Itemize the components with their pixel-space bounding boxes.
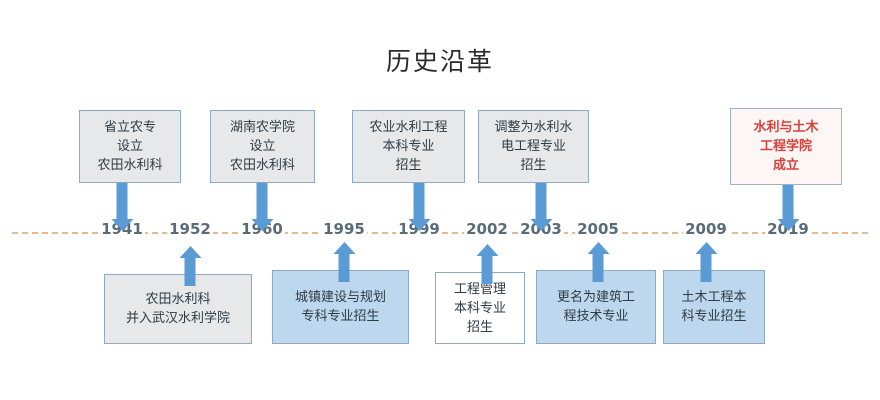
event-2002-arrow-up-icon [476,244,498,284]
event-1999-box: 农业水利工程本科专业招生 [352,110,465,183]
event-1941-box: 省立农专设立农田水利科 [79,110,181,183]
event-2005-arrowhead-icon [587,242,609,254]
event-2009-arrow-up-icon [695,242,717,282]
event-2019-line: 成立 [772,158,799,173]
event-2003-box: 调整为水利水电工程专业招生 [478,110,589,183]
event-1952-arrowhead-icon [179,246,201,258]
event-1995-text: 城镇建设与规划专科专业招生 [277,288,404,326]
event-1952-arrow-up-icon [179,246,201,286]
timeline-year-1995: 1995 [321,219,367,239]
event-1995-line: 城镇建设与规划 [294,290,386,305]
timeline-year-1952: 1952 [167,219,213,239]
event-1999-arrow-down-icon [408,183,430,231]
event-1995-arrow-up-icon [333,242,355,282]
event-1952-box: 农田水利科并入武汉水利学院 [104,274,252,344]
event-2019-line: 水利与土木 [753,120,819,135]
event-1999-text: 农业水利工程本科专业招生 [357,118,460,175]
event-2019-line: 工程学院 [759,139,812,154]
event-2002-arrowhead-icon [476,244,498,256]
event-2002-line: 本科专业 [453,300,506,316]
event-1960-line: 农田水利科 [229,158,295,173]
event-1995-line: 专科专业招生 [301,309,380,324]
event-1941-line: 省立农专 [103,120,156,135]
event-2003-text: 调整为水利水电工程专业招生 [483,118,584,175]
event-2003-line: 调整为水利水 [494,120,573,135]
event-2002-text: 工程管理本科专业招生 [440,280,520,337]
event-2003-arrow-down-icon [530,183,552,231]
event-2005-line: 更名为建筑工 [556,290,635,305]
event-1995-box: 城镇建设与规划专科专业招生 [272,270,409,344]
event-1952-text: 农田水利科并入武汉水利学院 [109,290,247,328]
event-1960-text: 湖南农学院设立农田水利科 [215,118,310,175]
event-2005-line: 程技术专业 [563,309,629,324]
timeline-year-2005: 2005 [575,219,621,239]
event-2019-box: 水利与土木工程学院成立 [730,108,842,185]
timeline-year-2009: 2009 [683,219,729,239]
event-1960-arrowhead-icon [251,219,273,231]
event-2009-text: 土木工程本科专业招生 [668,288,760,326]
event-2009-arrowhead-icon [695,242,717,254]
event-2003-arrowhead-icon [530,219,552,231]
event-1952-line: 并入武汉水利学院 [125,311,230,326]
event-2019-arrow-down-icon [777,185,799,231]
event-2002-line: 招生 [466,319,493,335]
event-1960-box: 湖南农学院设立农田水利科 [210,110,315,183]
event-2005-arrow-up-icon [587,242,609,282]
event-1941-arrow-down-icon [111,183,133,231]
event-2002-line: 工程管理 [453,281,506,297]
event-2003-line: 电工程专业 [500,139,566,154]
event-2019-arrowhead-icon [777,219,799,231]
timeline-year-2002: 2002 [464,219,510,239]
event-2003-line: 招生 [520,158,547,173]
event-2009-box: 土木工程本科专业招生 [663,270,765,344]
event-1999-line: 农业水利工程 [369,120,448,135]
event-2009-line: 土木工程本 [681,290,747,305]
event-1941-text: 省立农专设立农田水利科 [84,118,176,175]
event-1999-line: 招生 [395,158,422,173]
event-2005-text: 更名为建筑工程技术专业 [541,288,651,326]
event-1960-line: 设立 [249,139,276,154]
page-title: 历史沿革 [385,47,494,76]
event-1995-arrowhead-icon [333,242,355,254]
event-2009-line: 科专业招生 [681,309,747,324]
event-1999-arrowhead-icon [408,219,430,231]
event-1941-arrowhead-icon [111,219,133,231]
event-1941-line: 设立 [116,139,143,154]
event-1941-line: 农田水利科 [97,158,163,173]
event-1952-line: 农田水利科 [145,292,211,307]
event-2005-box: 更名为建筑工程技术专业 [536,270,656,344]
event-2019-text: 水利与土木工程学院成立 [735,118,837,175]
event-1960-arrow-down-icon [251,183,273,231]
event-2002-box: 工程管理本科专业招生 [435,272,525,344]
event-1999-line: 本科专业 [382,139,435,154]
event-1960-line: 湖南农学院 [229,120,295,135]
